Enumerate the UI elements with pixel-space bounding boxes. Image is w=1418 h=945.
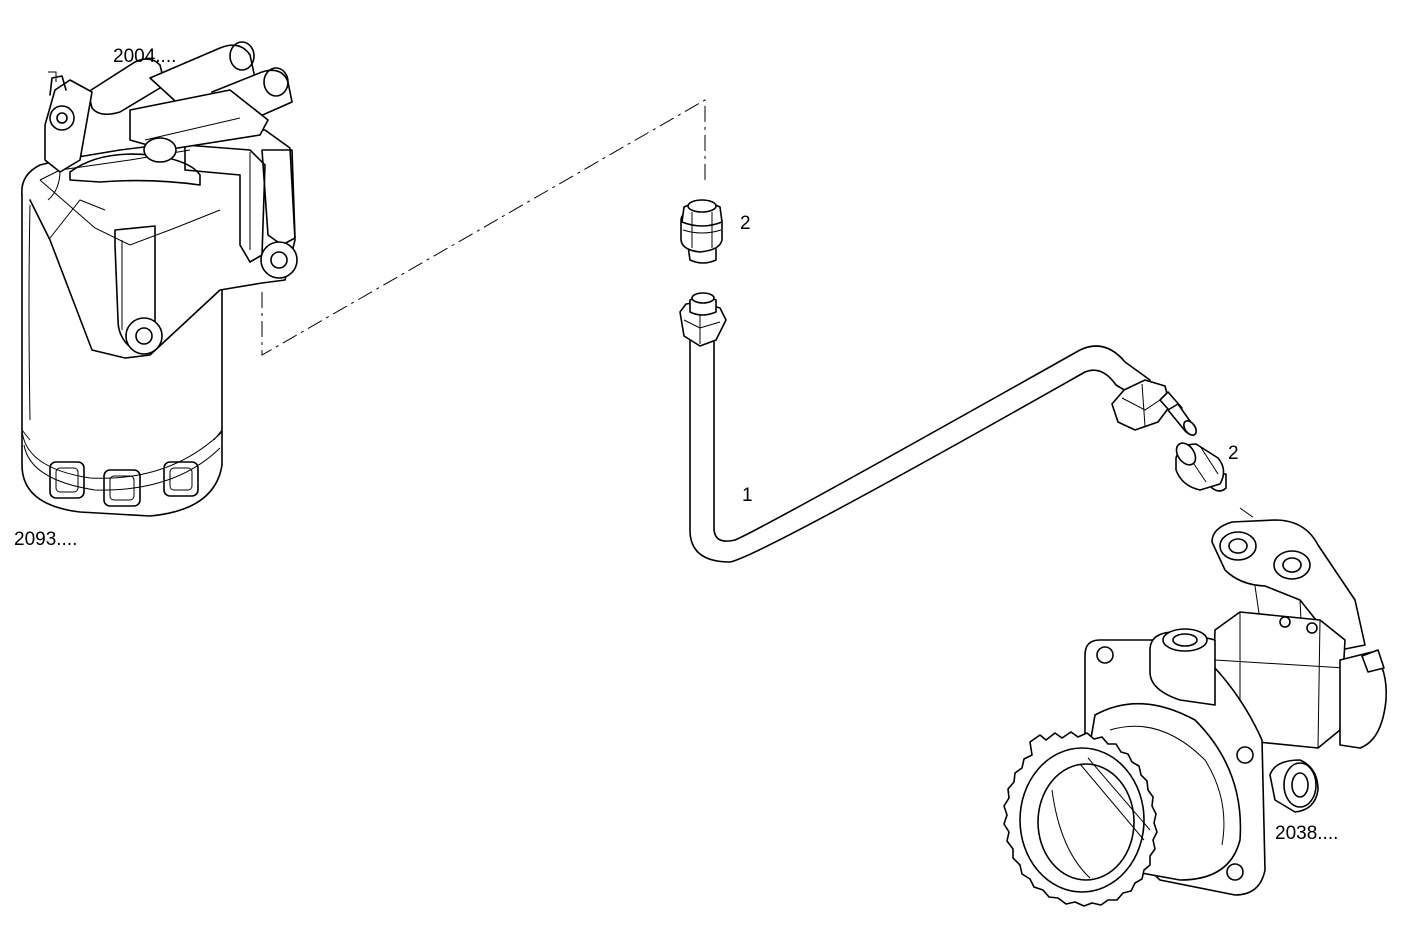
- pipe-assembly: [679, 292, 1197, 563]
- fitting-upper: [680, 199, 723, 264]
- drive-gear: [1003, 731, 1158, 907]
- part-ref-2004: 2004....: [113, 46, 177, 67]
- part-ref-2093: 2093....: [14, 529, 78, 550]
- callout-item-2-lower: 2: [1228, 443, 1239, 464]
- callout-item-1: 1: [742, 485, 753, 506]
- fitting-lower: [1175, 442, 1227, 492]
- filter-housing-assembly: [21, 41, 298, 517]
- part-ref-2038: 2038....: [1275, 823, 1339, 844]
- callout-item-2-upper: 2: [740, 213, 751, 234]
- leader-lines: [261, 99, 1286, 541]
- pump-assembly: [1003, 519, 1388, 907]
